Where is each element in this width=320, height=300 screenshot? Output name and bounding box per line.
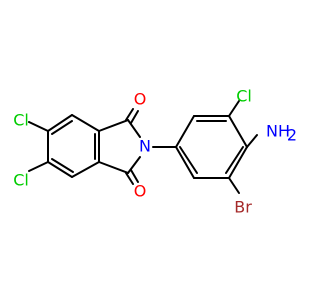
bond [179, 146, 198, 174]
chlorine-atom-lower-left: Cl [13, 171, 29, 190]
amino-subscript-2: 2 [287, 126, 297, 145]
bond [28, 161, 49, 172]
bond [175, 146, 195, 179]
amino-group-label: NH 2 [266, 122, 297, 145]
bond [127, 119, 141, 138]
nitrogen-atom-imide: N [139, 137, 151, 156]
structure-diagram: Cl Cl O O N Cl NH 2 Br [13, 87, 297, 217]
bond [228, 115, 248, 148]
bond [51, 120, 73, 135]
bond [98, 119, 129, 132]
amino-nh-label: NH [266, 122, 290, 141]
atom-labels: Cl Cl O O N Cl NH 2 Br [13, 87, 297, 217]
bond [130, 110, 139, 124]
bond [130, 169, 139, 183]
bond [51, 158, 74, 173]
bond [125, 108, 134, 121]
oxygen-atom-bottom: O [134, 182, 147, 201]
bond [28, 121, 49, 132]
chlorine-atom-right: Cl [236, 87, 252, 106]
bond [228, 177, 240, 194]
bond [125, 172, 134, 185]
oxygen-atom-top: O [134, 90, 147, 109]
bond [246, 134, 258, 148]
bond [98, 161, 129, 174]
bonds [28, 100, 258, 194]
bond [71, 114, 100, 132]
bond [71, 161, 100, 178]
molecule-canvas: Cl Cl O O N Cl NH 2 Br [13, 86, 298, 217]
bromine-atom: Br [234, 198, 252, 217]
bond [47, 114, 73, 132]
bond [127, 156, 141, 174]
bond [47, 161, 73, 178]
bond [175, 115, 195, 148]
bond [225, 146, 244, 174]
bond [228, 100, 240, 117]
chlorine-atom-upper-left: Cl [13, 111, 29, 130]
bond [228, 146, 248, 179]
